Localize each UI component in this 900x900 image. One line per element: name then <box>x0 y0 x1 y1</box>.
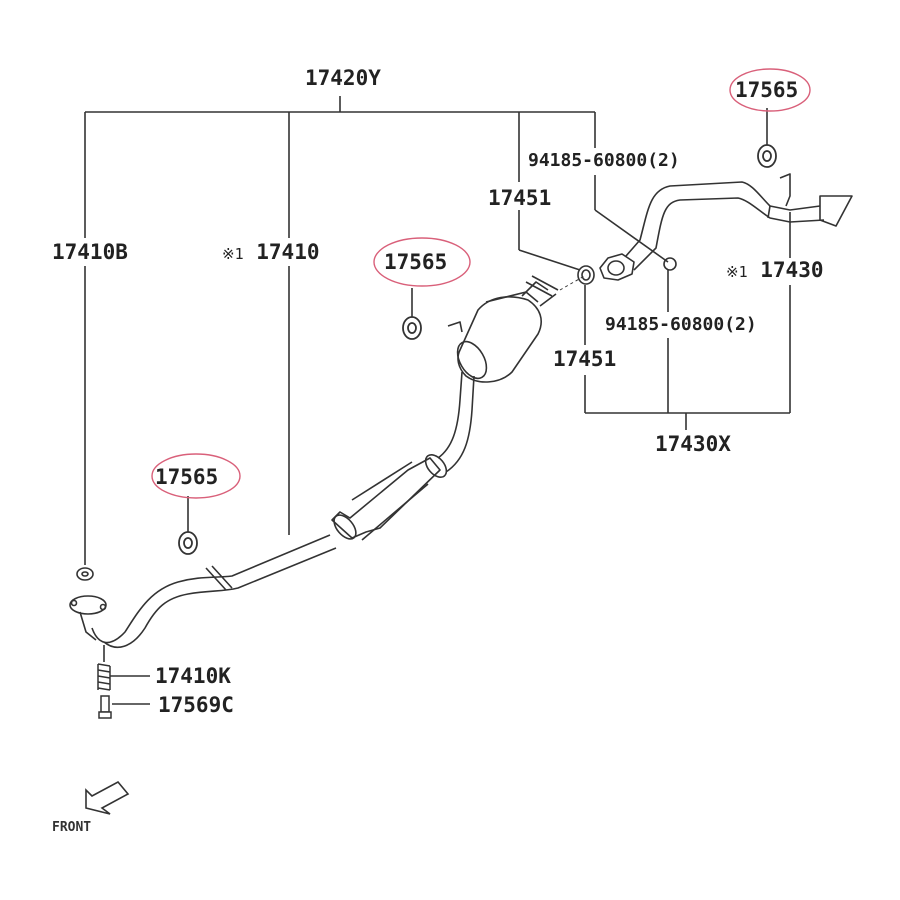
highlight-hanger-right <box>729 68 811 112</box>
label-nut-upper: 94185-60800(2) <box>528 150 680 171</box>
front-arrow-icon <box>85 780 130 815</box>
label-17410b: 17410B <box>52 240 128 264</box>
note-mark: ※1 <box>222 245 244 263</box>
leader-lines <box>84 96 791 705</box>
label-17430x: 17430X <box>655 432 731 456</box>
label-hanger-right: 17565 <box>735 78 799 102</box>
highlight-circles <box>151 68 811 499</box>
label-17410: ※1 17410 <box>222 240 319 264</box>
label-17430-text: 17430 <box>760 258 824 282</box>
label-hanger-center: 17565 <box>384 250 448 274</box>
dashed-leader <box>559 274 587 291</box>
highlight-hanger-left <box>151 453 241 499</box>
label-nut-lower: 94185-60800(2) <box>605 314 757 335</box>
hangers <box>178 144 777 555</box>
label-17410k: 17410K <box>155 664 231 688</box>
label-hanger-left: 17565 <box>155 465 219 489</box>
spring-icon <box>97 663 111 691</box>
hanger-right-icon <box>757 144 777 168</box>
note-mark: ※1 <box>726 263 748 281</box>
hanger-center-icon <box>402 316 422 340</box>
label-17569c: 17569C <box>158 693 234 717</box>
label-17420y: 17420Y <box>305 66 381 90</box>
front-gasket-icon <box>76 567 94 581</box>
label-17410-text: 17410 <box>256 240 320 264</box>
exhaust-pipe <box>69 173 853 649</box>
label-17430: ※1 17430 <box>726 258 823 282</box>
highlight-hanger-center <box>373 237 471 287</box>
bolt-icon <box>98 695 112 719</box>
label-gasket-lower: 17451 <box>553 347 617 371</box>
label-front: FRONT <box>52 820 92 835</box>
hanger-left-icon <box>178 531 198 555</box>
label-gasket-upper: 17451 <box>488 186 552 210</box>
